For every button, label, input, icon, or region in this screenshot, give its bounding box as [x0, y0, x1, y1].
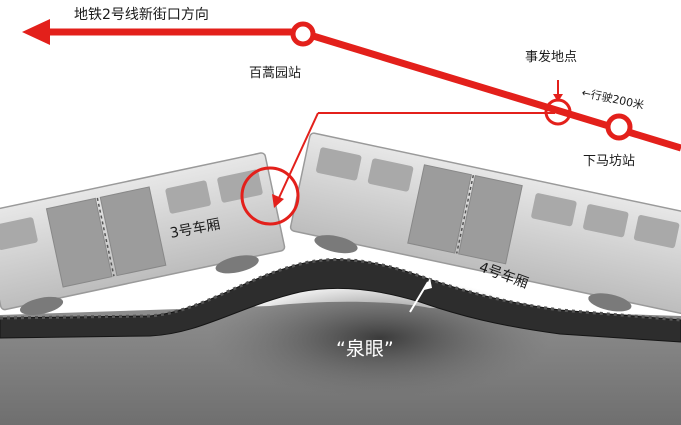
derailment-circle [240, 166, 300, 226]
incident-label: 事发地点 [525, 50, 578, 65]
direction-label: 地铁2号线新街口方向 [74, 7, 209, 23]
car-3 [0, 152, 286, 315]
spring-pointer-arrow [409, 278, 432, 313]
station-label-right: 下马坊站 [583, 154, 636, 169]
spring-label: “泉眼” [336, 338, 394, 360]
metro-line [22, 19, 681, 152]
ballast-layer [0, 258, 681, 343]
station-label-left: 百蒿园站 [249, 66, 302, 81]
station-marker-left [290, 21, 316, 47]
car-4 [289, 132, 681, 316]
station-marker-right [605, 113, 633, 141]
incident-marker [240, 80, 572, 226]
direction-arrow-icon [22, 19, 50, 45]
